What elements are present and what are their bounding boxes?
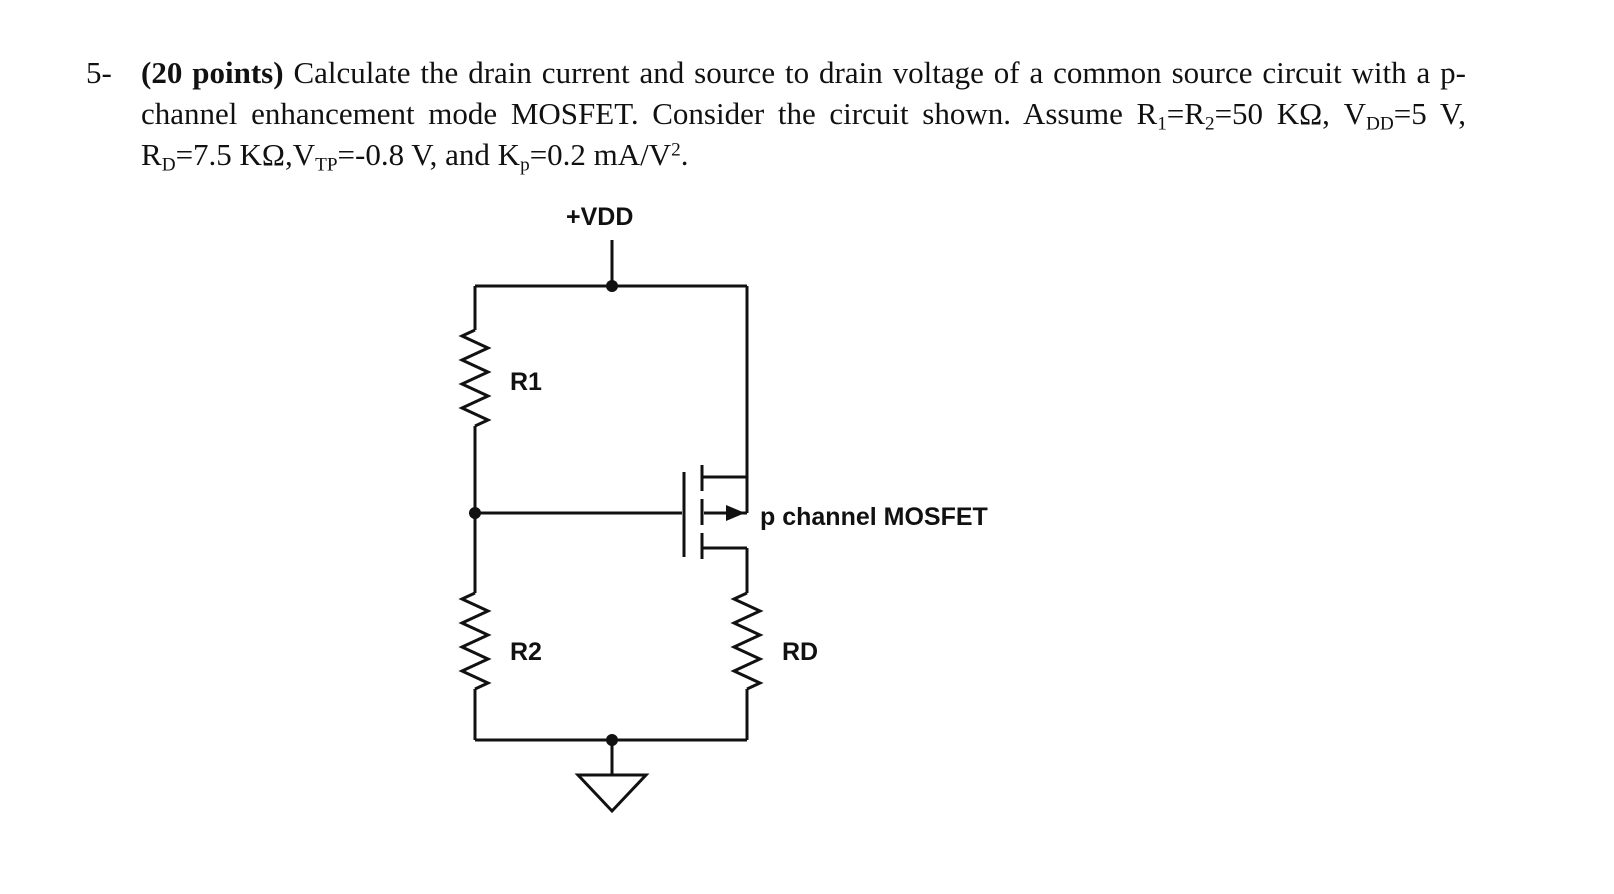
problem-text: (20 points) Calculate the drain current … [141, 52, 1466, 175]
vdd-label: +VDD [566, 203, 633, 231]
junction-dot-ground [606, 734, 618, 746]
problem-number: 5- [86, 55, 112, 90]
junction-dot-vdd [606, 280, 618, 292]
rd-label: RD [782, 638, 818, 666]
text-segment: Calculate the drain current and source t… [141, 55, 1466, 131]
junction-dot-gate [469, 507, 481, 519]
r1-resistor [458, 328, 492, 428]
text-segment: =5 V, R [141, 96, 1466, 172]
r2-label: R2 [510, 638, 542, 666]
subscript: 1 [1157, 113, 1167, 135]
text-segment: =7.5 KΩ,V [175, 137, 316, 172]
points-label: (20 points) [141, 55, 284, 90]
text-segment: =50 KΩ, V [1214, 96, 1366, 131]
mosfet-label: p channel MOSFET [760, 503, 988, 531]
subscript: 2 [1204, 113, 1215, 135]
rd-resistor [730, 591, 764, 691]
p-channel-arrow-icon [726, 505, 745, 521]
text-segment: =0.2 mA/V [529, 137, 672, 172]
subscript: TP [315, 154, 338, 176]
subscript: DD [1365, 113, 1394, 135]
text-segment: =-0.8 V, and K [337, 137, 521, 172]
r2-resistor [458, 591, 492, 691]
text-segment: . [680, 137, 689, 172]
text-segment: =R [1166, 96, 1205, 131]
superscript: 2 [671, 139, 681, 161]
r1-label: R1 [510, 368, 542, 396]
subscript: D [161, 154, 176, 176]
subscript: p [520, 154, 530, 176]
ground-icon [574, 773, 650, 814]
problem-statement: 5- (20 points) Calculate the drain curre… [86, 52, 1466, 175]
